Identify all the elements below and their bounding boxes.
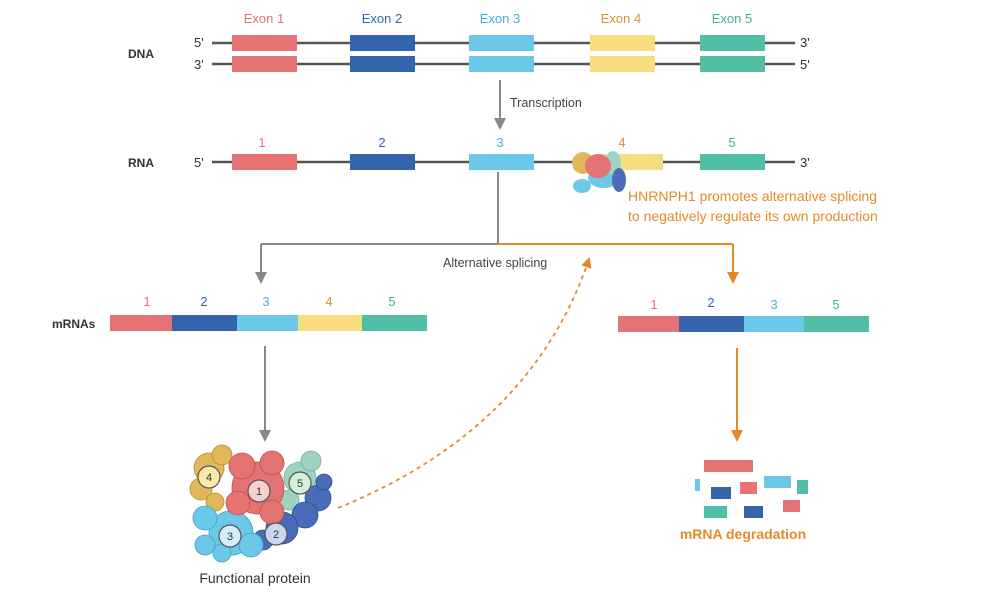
hnrnph1-bound-protein-icon	[572, 151, 626, 193]
splicing-label: Alternative splicing	[443, 256, 547, 270]
protein-domain-2-badge: 2	[264, 522, 288, 546]
mrna-skipped-exon1	[618, 316, 680, 332]
protein-domain-3-badge: 3	[218, 524, 242, 548]
rna-exon3	[469, 154, 534, 170]
protein-domain-5-badge: 5	[288, 471, 312, 495]
rna-right-end: 3'	[800, 155, 810, 170]
dna-top-right-end: 3'	[800, 35, 810, 50]
dna-bottom-right-end: 5'	[800, 57, 810, 72]
mrna-full-exon5	[362, 315, 427, 331]
mrna-full-exon1-label: 1	[143, 294, 150, 309]
rna-exon1	[232, 154, 297, 170]
dna-exon1-label: Exon 1	[244, 11, 284, 26]
functional-protein-caption: Functional protein	[199, 570, 310, 586]
splicing-branch: Alternative splicing	[255, 172, 739, 284]
dna-exon2-label: Exon 2	[362, 11, 402, 26]
dna-exon1-bottom	[232, 56, 297, 72]
rna-left-end: 5'	[194, 155, 204, 170]
rna-section: RNA 5' 3' 1 2 3 4 5 HNRNPH1 promotes alt…	[128, 135, 878, 224]
rna-exon3-label: 3	[496, 135, 503, 150]
rna-row-label: RNA	[128, 156, 154, 170]
rna-exon1-label: 1	[258, 135, 265, 150]
rna-exon5-label: 5	[728, 135, 735, 150]
mrna-skipped-exon5	[804, 316, 869, 332]
dna-exon5-label: Exon 5	[712, 11, 752, 26]
dna-row-label: DNA	[128, 47, 154, 61]
mrna-skipped-exon3	[744, 316, 805, 332]
dna-exon4-label: Exon 4	[601, 11, 641, 26]
regulation-note-line2: to negatively regulate its own productio…	[628, 208, 878, 224]
mrna-skipped-exon2	[679, 316, 745, 332]
mrna-full-exon4-label: 4	[325, 294, 332, 309]
mrna-full-section: mRNAs 1 2 3 4 5	[52, 294, 427, 331]
dna-top-left-end: 5'	[194, 35, 204, 50]
dna-exon3-label: Exon 3	[480, 11, 520, 26]
mrna-skipped-exon5-label: 5	[832, 297, 839, 312]
protein-domain-4-badge: 4	[197, 465, 221, 489]
dna-section: DNA 5' 3' 3' 5' Exon 1 Exon 2 Exon 3 Exo…	[128, 11, 810, 72]
protein-domain-3-label: 3	[227, 531, 233, 543]
mrna-full-exon2-label: 2	[200, 294, 207, 309]
mrna-full-exon4	[298, 315, 363, 331]
transcription-label: Transcription	[510, 96, 582, 110]
mrna-full-exon3-label: 3	[262, 294, 269, 309]
protein-domain-1-label: 1	[256, 486, 262, 498]
dna-exon5-top	[700, 35, 765, 51]
protein-domain-5-label: 5	[297, 478, 303, 490]
degradation-caption: mRNA degradation	[680, 526, 806, 542]
dna-exon4-top	[590, 35, 655, 51]
mrna-full-exon1	[110, 315, 173, 331]
dna-exon1-top	[232, 35, 297, 51]
mrna-skipped-exon1-label: 1	[650, 297, 657, 312]
degraded-mrna-fragments	[695, 460, 808, 518]
mrna-full-exon5-label: 5	[388, 294, 395, 309]
protein-domain-1-badge: 1	[247, 479, 271, 503]
dna-exon4-bottom	[590, 56, 655, 72]
mrna-skipped-exon2-label: 2	[707, 295, 714, 310]
regulation-note-line1: HNRNPH1 promotes alternative splicing	[628, 188, 877, 204]
rna-exon2-label: 2	[378, 135, 385, 150]
functional-protein-icon: 4 1 5 3 2	[189, 444, 333, 563]
protein-domain-4-label: 4	[206, 472, 212, 484]
dna-exon3-top	[469, 35, 534, 51]
dna-bottom-left-end: 3'	[194, 57, 204, 72]
dna-exon2-bottom	[350, 56, 415, 72]
mrna-skipped-section: 1 2 3 5	[618, 295, 869, 332]
protein-domain-2-label: 2	[273, 529, 279, 541]
rna-exon2	[350, 154, 415, 170]
dna-exon3-bottom	[469, 56, 534, 72]
dna-exon2-top	[350, 35, 415, 51]
rna-exon5	[700, 154, 765, 170]
mrna-row-label: mRNAs	[52, 317, 96, 331]
feedback-dashed-arrow	[337, 256, 592, 509]
dna-exon5-bottom	[700, 56, 765, 72]
mrna-full-exon3	[237, 315, 299, 331]
mrna-full-exon2	[172, 315, 238, 331]
mrna-skipped-exon3-label: 3	[770, 297, 777, 312]
rna-exon4-label: 4	[618, 135, 625, 150]
